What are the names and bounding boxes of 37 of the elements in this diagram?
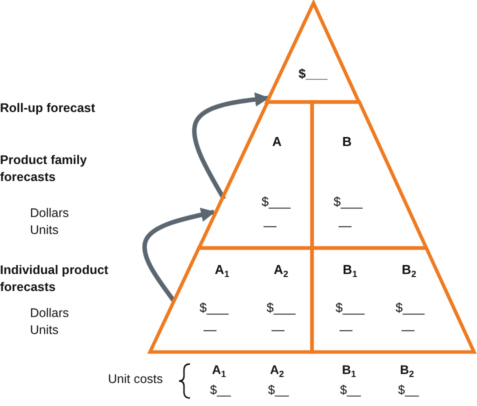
column-heading: A$_{2}$ [274, 262, 288, 278]
curved-arrow [192, 92, 270, 200]
column-heading: B$_{2}$ [402, 262, 416, 278]
measure-label: Dollars [30, 205, 69, 222]
column-heading: A [272, 134, 282, 150]
measure-label: Units [30, 222, 58, 239]
column-heading: A$_{2}$ [270, 362, 284, 379]
column-heading: A$_{1}$ [212, 362, 226, 379]
amount-blank: $___ [298, 66, 328, 82]
units-blank: — [204, 322, 216, 338]
amount-blank: $___ [266, 300, 296, 316]
cost-blank: $__ [398, 382, 419, 399]
units-blank: — [402, 322, 414, 338]
units-blank: — [263, 218, 276, 234]
tier-label: Roll-up forecast [0, 100, 96, 117]
cost-blank: $__ [268, 382, 289, 399]
cost-blank: $__ [340, 382, 361, 399]
curved-arrow [142, 208, 216, 302]
amount-blank: $___ [336, 300, 364, 316]
column-heading: B$_{2}$ [400, 362, 414, 379]
column-heading: B$_{1}$ [342, 262, 358, 278]
column-heading: B [342, 134, 352, 150]
amount-blank: $___ [396, 300, 424, 316]
measure-label: Dollars [30, 305, 69, 322]
column-heading: A$_{1}$ [214, 262, 230, 278]
amount-blank: $___ [334, 194, 362, 210]
amount-blank: $___ [262, 194, 290, 210]
measure-label: Units [30, 322, 58, 339]
tier-label: Product family forecasts [0, 152, 88, 186]
units-blank: — [272, 322, 284, 338]
row-label: Unit costs [108, 371, 163, 388]
column-heading: B$_{1}$ [342, 362, 356, 379]
units-blank: — [338, 218, 352, 234]
amount-blank: $___ [200, 300, 228, 316]
units-blank: — [340, 322, 352, 338]
tier-label: Individual product forecasts [0, 262, 110, 296]
cost-blank: $__ [210, 382, 231, 399]
